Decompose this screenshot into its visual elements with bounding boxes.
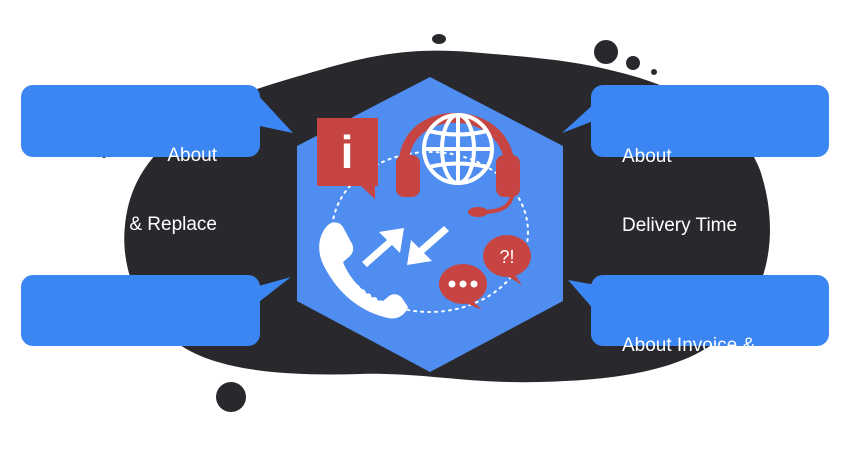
callout-invoice-line1: About Invoice & [622, 335, 756, 356]
callout-delivery-line2: Delivery Time [622, 215, 738, 236]
globe-icon [422, 113, 494, 185]
callout-express-line1: About Express [71, 350, 195, 371]
callout-invoice[interactable]: About Invoice & Customs Declaration [622, 288, 798, 472]
callout-invoice-line2: Customs Declaration [622, 404, 799, 425]
decor-dot [432, 34, 446, 44]
decor-dot [216, 382, 246, 412]
callout-refund-shape [21, 85, 293, 157]
callout-refund[interactable]: About Refund & Replace [21, 98, 217, 282]
phone-icon [319, 222, 408, 319]
callout-delivery[interactable]: About Delivery Time [622, 99, 737, 283]
callout-delivery-line1: About [622, 146, 672, 167]
callout-express-shape [21, 275, 291, 346]
decor-dot [626, 56, 640, 70]
callout-refund-line2: Refund & Replace [62, 214, 217, 235]
callout-invoice-shape [568, 275, 829, 346]
question-bubble-icon [483, 235, 531, 285]
support-topics-diagram: ?! i About Refund & Replace About Expres… [21, 34, 829, 418]
decor-dot [594, 40, 618, 64]
diagram-graphic: ?! i [21, 34, 829, 412]
callout-express[interactable]: About Express [71, 303, 195, 418]
headset-icon [396, 112, 520, 217]
transfer-arrows-icon [362, 226, 449, 267]
info-bubble-icon [317, 118, 378, 199]
chat-dots-icon [439, 264, 487, 310]
callout-delivery-shape [562, 85, 829, 157]
decor-dot [651, 69, 657, 75]
info-glyph: i [341, 126, 354, 178]
callout-refund-line1: About [167, 145, 217, 166]
question-glyph: ?! [499, 247, 514, 267]
